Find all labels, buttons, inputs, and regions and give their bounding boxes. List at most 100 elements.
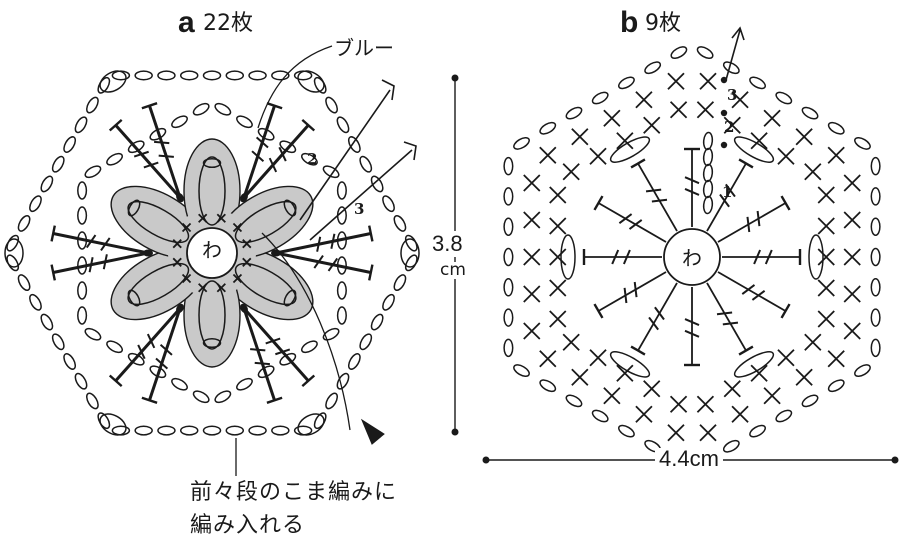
treble-stitch-4-0 bbox=[114, 124, 182, 199]
edge-chain-0-4 bbox=[749, 424, 766, 438]
outer-chain-0-2 bbox=[382, 293, 395, 311]
row1-long-chain-2 bbox=[609, 351, 651, 378]
middle-chain-0-1 bbox=[301, 340, 318, 354]
sc-round-0-0-3 bbox=[723, 380, 741, 398]
treble-stitch-4-1-slash-0 bbox=[158, 154, 174, 158]
petal-tip-chain-5 bbox=[283, 199, 297, 217]
spoke-treble-11 bbox=[717, 202, 786, 243]
edge-chain-1-5 bbox=[539, 379, 557, 393]
edge-chain-0-5 bbox=[722, 439, 740, 453]
row1-long-chain-3 bbox=[560, 234, 576, 280]
edge-chain-3-4 bbox=[618, 76, 635, 90]
treble-stitch-0-1 bbox=[275, 251, 372, 274]
middle-chain-5-4 bbox=[336, 281, 347, 300]
spoke-treble-9-slash-0 bbox=[684, 187, 700, 196]
spoke-treble-7-slash-0 bbox=[628, 219, 643, 230]
middle-chain-5-5 bbox=[336, 306, 347, 325]
yarn-join-arrow bbox=[309, 141, 417, 241]
sc-round-0-5-4 bbox=[817, 310, 835, 328]
ring-sc-11 bbox=[242, 239, 252, 249]
spoke-treble-10-slash-0 bbox=[719, 193, 730, 208]
treble-stitch-0-1-slash-1 bbox=[327, 257, 339, 272]
treble-stitch-2-1 bbox=[114, 307, 182, 382]
outer-chain-4-4 bbox=[202, 70, 222, 81]
outer-chain-4-5 bbox=[225, 70, 245, 81]
start-chain-column-4 bbox=[702, 131, 714, 151]
spoke-treble-8-slash-1 bbox=[645, 188, 662, 193]
middle-chain-3-5 bbox=[192, 102, 210, 116]
sc-round-0-2-0 bbox=[549, 310, 567, 328]
outer-chain-3-2 bbox=[29, 195, 42, 213]
sc-round-0-2-4 bbox=[549, 186, 567, 204]
sc-round-1-2-1 bbox=[523, 285, 541, 303]
treble-stitch-5-1 bbox=[242, 124, 310, 199]
sc-round-1-1-3 bbox=[571, 368, 589, 386]
ring-sc-0 bbox=[242, 257, 252, 267]
edge-chain-2-4 bbox=[503, 217, 514, 236]
edge-chain-3-6 bbox=[670, 46, 688, 59]
middle-chain-2-5 bbox=[77, 181, 88, 200]
motif-a-chart bbox=[4, 45, 420, 476]
outer-chain-0-3 bbox=[370, 313, 384, 331]
treble-stitch-1-0-top bbox=[301, 374, 316, 387]
sc-round-0-5-3 bbox=[817, 279, 835, 297]
outer-chain-2-5 bbox=[40, 313, 54, 331]
treble-stitch-5-1-slash-0 bbox=[268, 157, 278, 173]
treble-stitch-0-1-slash-0 bbox=[313, 254, 324, 269]
petal-inner-oval-5 bbox=[234, 200, 297, 244]
note-line-2: 編み入れる bbox=[190, 513, 306, 538]
motif-a-center-ring-label: わ bbox=[202, 238, 222, 262]
spoke-treble-2-slash-1 bbox=[722, 321, 739, 326]
edge-chain-5-6 bbox=[870, 338, 881, 358]
spoke-treble-4 bbox=[637, 282, 678, 351]
edge-chain-0-3 bbox=[775, 409, 793, 423]
middle-chain-4-4 bbox=[301, 152, 318, 166]
sc-round-1-1-4 bbox=[539, 350, 557, 368]
treble-stitch-2-0-top bbox=[141, 396, 158, 404]
outer-chain-2-2 bbox=[74, 372, 88, 390]
motif-a-row-number-3: 3 bbox=[354, 200, 365, 218]
center-magic-ring bbox=[663, 228, 721, 286]
outer-chain-2-4 bbox=[51, 333, 65, 351]
spoke-treble-0-slash-1 bbox=[764, 249, 773, 265]
join-callout-line bbox=[261, 232, 351, 431]
outer-chain-2-7 bbox=[17, 274, 31, 292]
row1-long-chain-0 bbox=[808, 234, 824, 280]
edge-chain-5-1 bbox=[870, 187, 881, 206]
outer-chain-2-3 bbox=[63, 353, 77, 370]
spoke-treble-1 bbox=[717, 271, 786, 312]
edge-chain-4-3 bbox=[775, 91, 793, 105]
middle-chain-3-2 bbox=[127, 140, 145, 154]
spoke-treble-6-slash-1 bbox=[611, 249, 620, 265]
spoke-treble-7 bbox=[598, 202, 667, 243]
row1-long-chain-1 bbox=[733, 351, 775, 378]
sc-round-0-1-2 bbox=[616, 364, 634, 382]
edge-chain-1-6 bbox=[513, 364, 530, 377]
outer-chain-0-4 bbox=[359, 333, 373, 351]
sc-round-1-5-0 bbox=[843, 174, 861, 192]
outer-chain-2-1 bbox=[86, 392, 99, 410]
start-chain-column-2 bbox=[702, 163, 714, 183]
outer-chain-4-2 bbox=[157, 70, 176, 81]
treble-stitch-3-0-slash-1 bbox=[88, 257, 94, 273]
middle-chain-5-3 bbox=[336, 256, 347, 275]
outer-chain-5-3 bbox=[347, 136, 361, 153]
edge-chain-3-3 bbox=[591, 91, 609, 105]
ring-sc-4 bbox=[181, 273, 192, 284]
treble-stitch-5-1-slash-1 bbox=[278, 146, 287, 162]
treble-stitch-4-1-top bbox=[141, 102, 158, 110]
sc-round-0-4-4 bbox=[804, 163, 822, 181]
ring-sc-8 bbox=[198, 213, 208, 223]
sc-round-0-5-2 bbox=[817, 248, 835, 266]
middle-chain-2-1 bbox=[77, 281, 88, 300]
edge-chain-3-0 bbox=[513, 137, 530, 150]
motif-a-row-number-2: 2 bbox=[307, 150, 318, 168]
sc-round-0-3-2 bbox=[616, 132, 634, 150]
middle-chain-0-5 bbox=[214, 390, 232, 404]
outer-chain-1-3 bbox=[225, 425, 245, 436]
middle-chain-4-2 bbox=[257, 127, 275, 141]
outer-chain-4-7 bbox=[271, 70, 290, 81]
edge-chain-4-5 bbox=[827, 121, 845, 135]
treble-stitch-2-0 bbox=[148, 307, 182, 401]
treble-stitch-4-0-slash-1 bbox=[133, 150, 149, 158]
